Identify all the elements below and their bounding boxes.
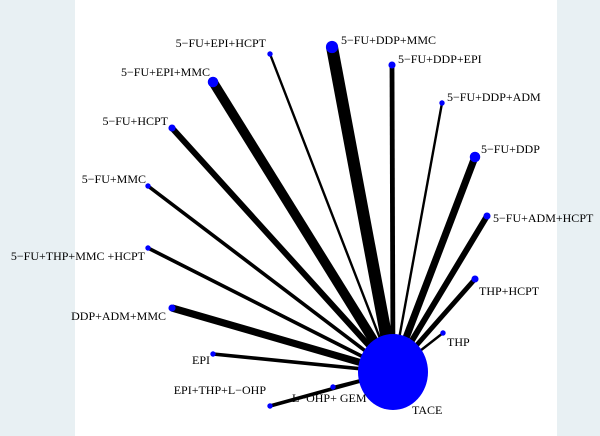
edge-ddp-adm-mmc [170, 304, 395, 376]
node-thp [440, 330, 446, 336]
node-label: 5−FU+DDP+ADM [447, 90, 541, 104]
node-5-fu-ddp-epi [388, 61, 396, 69]
edge-5-fu-ddp-epi [389, 64, 396, 373]
edge-5-fu-epi-mmc [208, 79, 398, 375]
node-l-ohp-gem [330, 384, 336, 390]
node-5-fu-mmc [145, 183, 151, 189]
node-5-fu-thp-mmc-hcpt [145, 245, 151, 251]
edge-5-fu-epi-hcpt [268, 53, 395, 373]
node-5-fu-ddp-adm [439, 100, 445, 106]
node-label: 5−FU+MMC [82, 172, 146, 186]
node-label-tace: TACE [412, 403, 442, 417]
node-5-fu-adm-hcpt [483, 212, 491, 220]
node-ddp-adm-mmc [168, 304, 176, 312]
node-5-fu-hcpt [168, 124, 176, 132]
node-label: 5−FU+ADM+HCPT [493, 211, 594, 225]
edge-5-fu-mmc [146, 184, 395, 374]
node-label: THP [447, 335, 470, 349]
node-5-fu-epi-hcpt [267, 51, 273, 57]
node-5-fu-ddp [469, 151, 481, 163]
edge-5-fu-ddp [389, 155, 479, 374]
node-label: L−OHP+ GEM [292, 391, 367, 405]
edge-5-fu-ddp-adm [391, 102, 444, 373]
node-label: DDP+ADM+MMC [71, 309, 166, 323]
node-label: 5−FU+EPI+HCPT [176, 36, 267, 50]
node-epi [210, 351, 216, 357]
node-5-fu-ddp-mmc [325, 40, 339, 54]
node-5-fu-epi-mmc [207, 76, 219, 88]
edge-5-fu-thp-mmc-hcpt [147, 246, 394, 374]
node-label: THP+HCPT [479, 284, 540, 298]
node-tace [358, 334, 428, 410]
node-thp-hcpt [471, 275, 479, 283]
node-label: 5−FU+DDP+EPI [398, 52, 482, 66]
node-epi-thp-l-ohp [267, 403, 273, 409]
node-label: EPI+THP+L−OHP [174, 383, 267, 397]
node-label: 5−FU+THP+MMC +HCPT [11, 249, 146, 263]
edge-5-fu-hcpt [169, 125, 396, 375]
node-label: 5−FU+EPI+MMC [121, 65, 210, 79]
node-label: 5−FU+DDP+MMC [341, 33, 436, 47]
node-label: EPI [192, 353, 210, 367]
edge-5-fu-ddp-mmc [326, 45, 399, 374]
node-label: 5−FU+HCPT [102, 114, 168, 128]
node-label: 5−FU+DDP [481, 142, 540, 156]
